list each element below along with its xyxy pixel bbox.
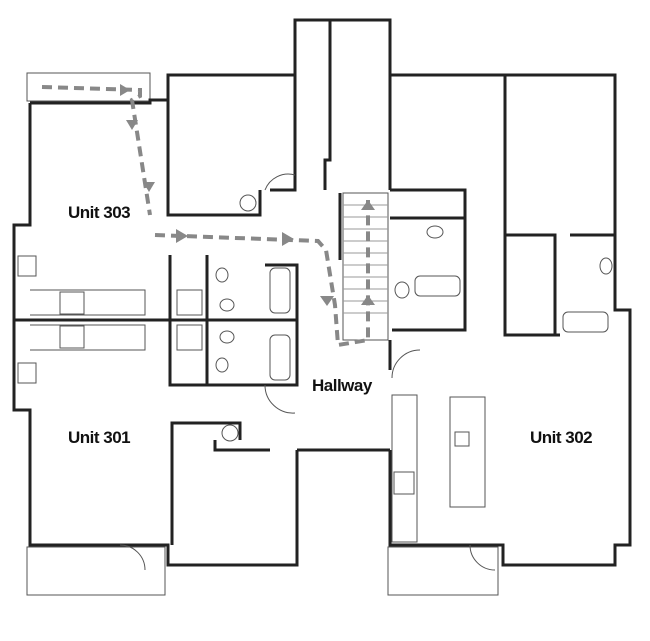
washer-icon: [221, 424, 239, 442]
exterior-wall-east: [388, 335, 632, 567]
door-swing: [119, 544, 146, 571]
sink-icon: [426, 225, 444, 239]
door-swing: [391, 349, 421, 379]
toilet-icon: [219, 330, 235, 344]
door-swing: [264, 384, 296, 414]
stove-icon: [59, 291, 85, 315]
kitchen-island: [449, 396, 486, 508]
balcony-303: [26, 72, 151, 102]
door-swing: [469, 544, 496, 571]
balcony-302: [387, 546, 499, 596]
bedroom-303-wall: [166, 100, 262, 217]
stair-treads: [343, 204, 388, 314]
hallway-label: Hallway: [312, 376, 372, 395]
bath-302-wall: [390, 188, 467, 332]
kitchen-counter-303: [30, 289, 146, 316]
sink-icon: [17, 255, 37, 277]
route-arrows: [120, 84, 375, 306]
washer-icon: [239, 194, 257, 212]
bathtub-icon: [269, 334, 291, 381]
unit-303-label: Unit 303: [68, 203, 131, 222]
toilet-icon: [219, 298, 235, 312]
bedroom-302-wall: [503, 75, 560, 337]
bedroom-303-east-wall: [270, 75, 297, 192]
kitchen-counter-302: [391, 394, 418, 543]
sink-icon: [454, 431, 470, 447]
washer-icon: [176, 289, 203, 316]
kitchen-counter-301: [30, 324, 146, 351]
bath-block: [168, 255, 299, 387]
sink-icon: [599, 257, 613, 275]
closet-302-wall: [505, 233, 557, 335]
unit-301-label: Unit 301: [68, 428, 131, 447]
door-swing: [264, 173, 296, 191]
sink-icon: [215, 267, 229, 283]
stove-icon: [393, 471, 415, 495]
stairs: [342, 192, 389, 341]
unit-302-label: Unit 302: [530, 428, 593, 447]
sink-icon: [17, 362, 37, 384]
exterior-wall-west: [12, 103, 299, 567]
balcony-301: [26, 546, 166, 596]
toilet-icon: [394, 281, 410, 299]
bathtub-icon: [562, 311, 609, 333]
stove-icon: [59, 325, 85, 349]
exterior-wall-north: [30, 18, 632, 335]
egress-route-balcony: [41, 85, 152, 216]
sink-icon: [215, 357, 229, 373]
bathtub-icon: [269, 267, 291, 314]
closet-wall: [323, 20, 332, 190]
bedroom-301-wall: [170, 421, 242, 545]
bathtub-icon: [414, 275, 461, 297]
egress-route-stairs: [154, 200, 370, 348]
washer-icon: [176, 324, 203, 351]
bedroom-301-closet: [213, 440, 270, 452]
